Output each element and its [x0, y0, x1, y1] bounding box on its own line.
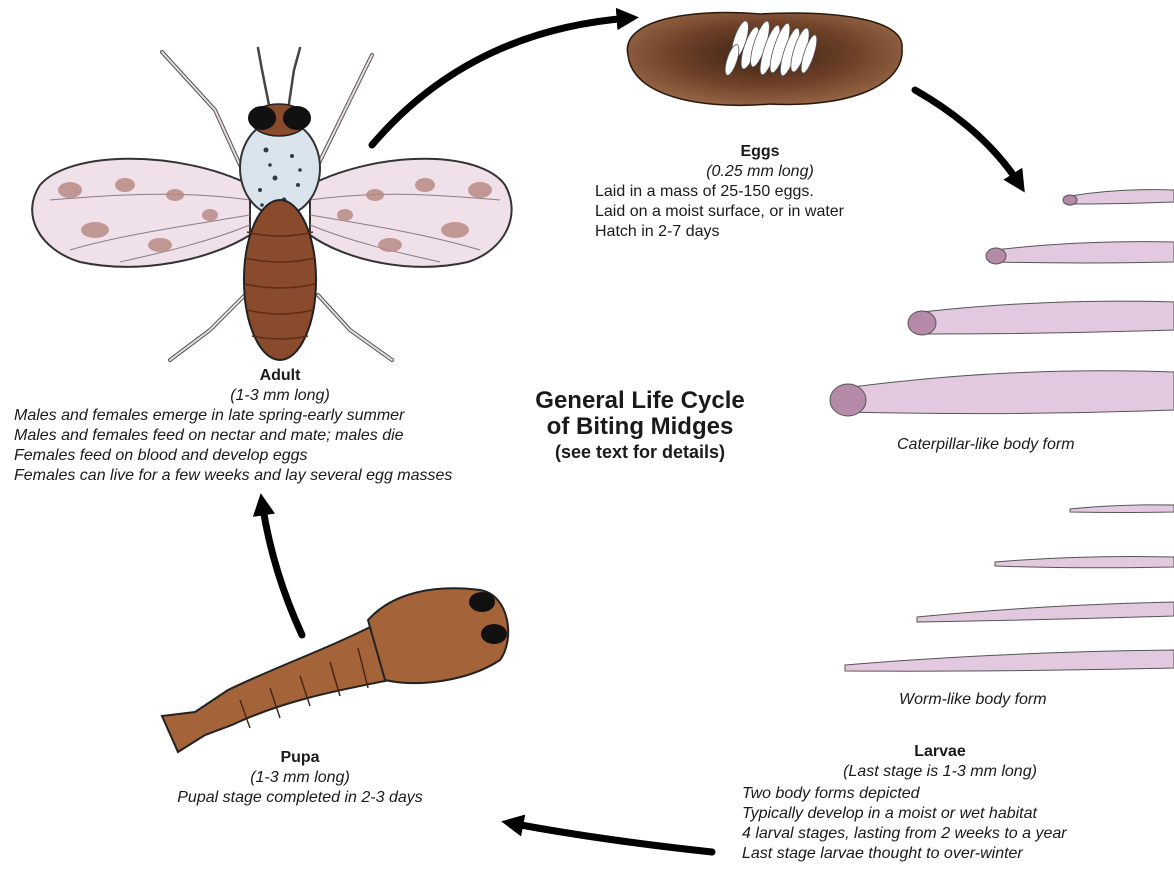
adult-note: Females feed on blood and develop eggs	[14, 446, 452, 466]
larvae-note: Two body forms depicted	[742, 784, 1067, 804]
caterpillar-larva-stage-2	[986, 242, 1174, 264]
larvae-note: Last stage larvae thought to over-winter	[742, 844, 1067, 864]
pupa-heading: Pupa	[150, 748, 450, 768]
adult-note: Males and females feed on nectar and mat…	[14, 426, 452, 446]
worm-larva-stage-1	[1070, 505, 1174, 513]
caterpillar-larva-stage-3	[908, 301, 1174, 335]
eggs-note: Laid in a mass of 25-150 eggs.	[595, 182, 844, 202]
pupa-size: (1-3 mm long)	[150, 768, 450, 788]
caterpillar-caption: Caterpillar-like body form	[897, 435, 1075, 455]
eggs-note: Laid on a moist surface, or in water	[595, 202, 844, 222]
adult-label-block: Adult (1-3 mm long)	[130, 366, 430, 406]
caterpillar-larva-stage-4	[830, 371, 1174, 416]
arrow-larvae-to-pupa	[510, 823, 712, 852]
title-line-2: of Biting Midges	[485, 414, 795, 440]
caterpillar-larvae-group	[830, 190, 1174, 416]
worm-larva-stage-2	[995, 557, 1174, 568]
worm-caption: Worm-like body form	[899, 690, 1047, 710]
adult-midge-illustration	[32, 48, 511, 360]
worm-larva-stage-3	[917, 602, 1174, 622]
diagram-title: General Life Cycle of Biting Midges (see…	[485, 388, 795, 463]
adult-heading: Adult	[130, 366, 430, 386]
title-subtitle: (see text for details)	[485, 441, 795, 463]
arrow-pupa-to-adult	[262, 502, 302, 635]
larvae-note: 4 larval stages, lasting from 2 weeks to…	[742, 824, 1067, 844]
larvae-heading: Larvae	[790, 742, 1090, 762]
pupa-illustration	[162, 588, 508, 752]
caterpillar-larva-stage-1	[1063, 190, 1174, 205]
left-eye	[248, 106, 276, 130]
title-line-1: General Life Cycle	[485, 388, 795, 414]
larvae-size: (Last stage is 1-3 mm long)	[790, 762, 1090, 782]
adult-note: Females can live for a few weeks and lay…	[14, 466, 452, 486]
pupa-eye-lower	[481, 624, 507, 644]
pupa-note: Pupal stage completed in 2-3 days	[150, 788, 450, 808]
adult-notes: Males and females emerge in late spring-…	[14, 406, 452, 486]
pupa-label-block: Pupa (1-3 mm long) Pupal stage completed…	[150, 748, 450, 808]
larvae-note: Typically develop in a moist or wet habi…	[742, 804, 1067, 824]
adult-size: (1-3 mm long)	[130, 386, 430, 406]
pupa-eye-upper	[469, 592, 495, 612]
larvae-notes: Two body forms depicted Typically develo…	[742, 784, 1067, 864]
eggs-size: (0.25 mm long)	[585, 162, 935, 182]
egg-mass-illustration	[627, 13, 902, 106]
arrow-adult-to-eggs	[372, 18, 630, 145]
right-eye	[283, 106, 311, 130]
eggs-label-block: Eggs (0.25 mm long)	[585, 142, 935, 182]
eggs-heading: Eggs	[585, 142, 935, 162]
eggs-notes: Laid in a mass of 25-150 eggs. Laid on a…	[595, 182, 844, 242]
eggs-note: Hatch in 2-7 days	[595, 222, 844, 242]
larvae-label-block: Larvae (Last stage is 1-3 mm long)	[790, 742, 1090, 782]
adult-note: Males and females emerge in late spring-…	[14, 406, 452, 426]
worm-larva-stage-4	[845, 650, 1174, 671]
worm-larvae-group	[845, 505, 1174, 671]
